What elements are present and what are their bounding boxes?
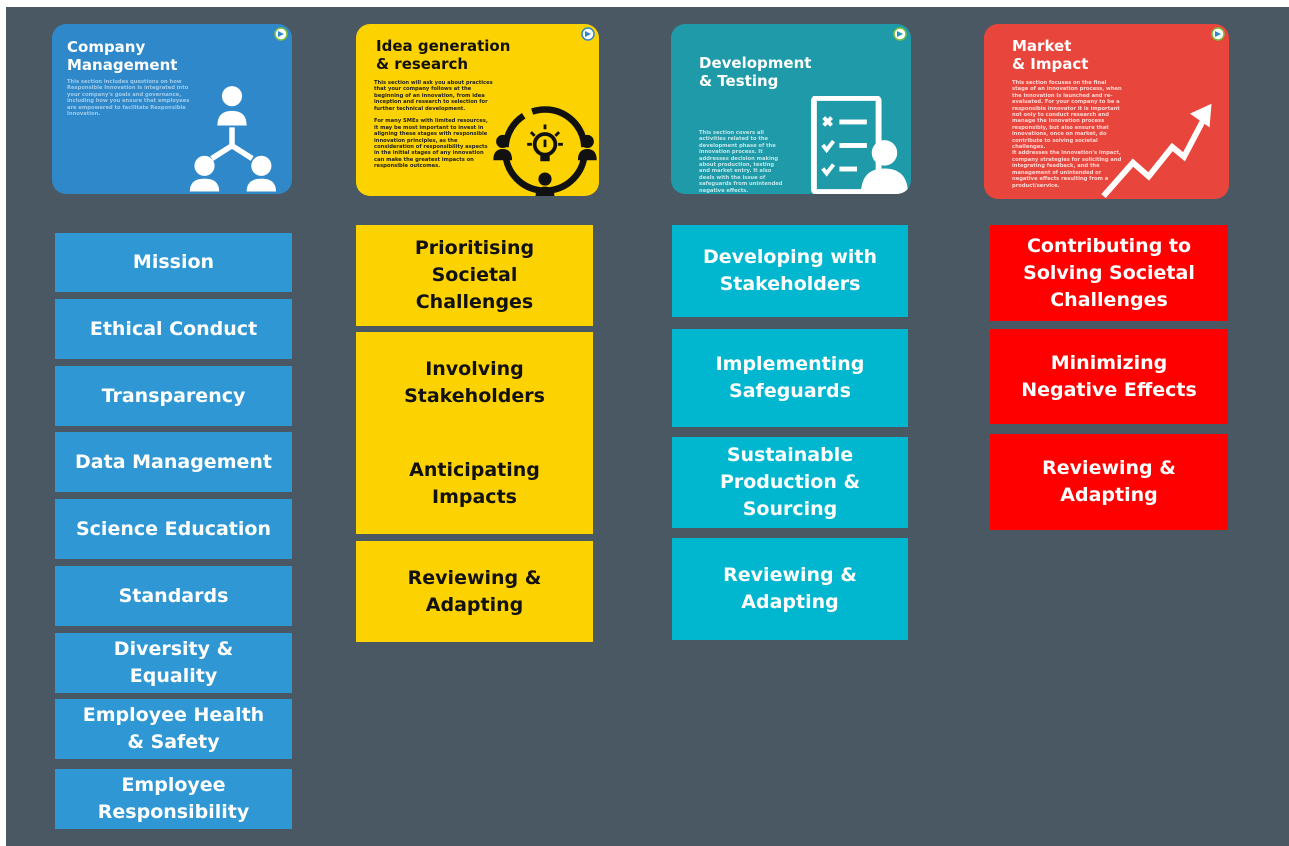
idea-tile: Prioritising Societal Challenges — [356, 225, 593, 326]
lightbulb-people-icon — [493, 106, 597, 196]
management-tile: Data Management — [55, 432, 292, 492]
card-market-impact: Market & Impact This section focuses on … — [984, 24, 1229, 199]
market-tile: Minimizing Negative Effects — [990, 329, 1228, 424]
market-tile: Reviewing & Adapting — [990, 434, 1228, 530]
development-tile: Sustainable Production & Sourcing — [672, 437, 908, 528]
management-tile: Employee Responsibility — [55, 769, 292, 829]
idea-tile: Involving Stakeholders — [356, 332, 593, 433]
development-tile: Reviewing & Adapting — [672, 538, 908, 640]
idea-tile: Reviewing & Adapting — [356, 541, 593, 642]
card-title: Company Management — [67, 38, 178, 74]
compass-logo-icon — [274, 27, 288, 41]
card-text: This section includes questions on how R… — [67, 79, 190, 118]
card-text: This section focuses on the final stage … — [1012, 80, 1122, 189]
management-tile: Mission — [55, 233, 292, 292]
diagram-canvas: Company Management This section includes… — [6, 7, 1289, 846]
market-tile: Contributing to Solving Societal Challen… — [990, 225, 1228, 321]
card-development-testing: Development & Testing This section cover… — [671, 24, 911, 194]
development-tile: Implementing Safeguards — [672, 329, 908, 427]
organization-hierarchy-icon — [189, 86, 276, 192]
compass-logo-icon — [893, 27, 907, 41]
card-text: This section will ask you about practice… — [374, 80, 493, 170]
management-tile: Science Education — [55, 499, 292, 559]
checklist-person-icon — [810, 96, 908, 194]
development-tile: Developing with Stakeholders — [672, 225, 908, 317]
card-title: Idea generation & research — [376, 37, 511, 73]
compass-logo-icon — [1211, 27, 1225, 41]
idea-tile: Anticipating Impacts — [356, 433, 593, 534]
management-tile: Transparency — [55, 366, 292, 426]
card-company-management: Company Management This section includes… — [52, 24, 292, 194]
management-tile: Diversity & Equality — [55, 633, 292, 693]
card-title: Market & Impact — [1012, 37, 1089, 73]
rising-chart-arrow-icon — [1101, 103, 1212, 199]
card-title: Development & Testing — [699, 54, 812, 90]
management-tile: Employee Health & Safety — [55, 699, 292, 759]
compass-logo-icon — [581, 27, 595, 41]
card-idea-generation: Idea generation & research This section … — [356, 24, 599, 196]
card-text: This section covers all activities relat… — [699, 130, 783, 194]
management-tile: Standards — [55, 566, 292, 626]
management-tile: Ethical Conduct — [55, 299, 292, 359]
